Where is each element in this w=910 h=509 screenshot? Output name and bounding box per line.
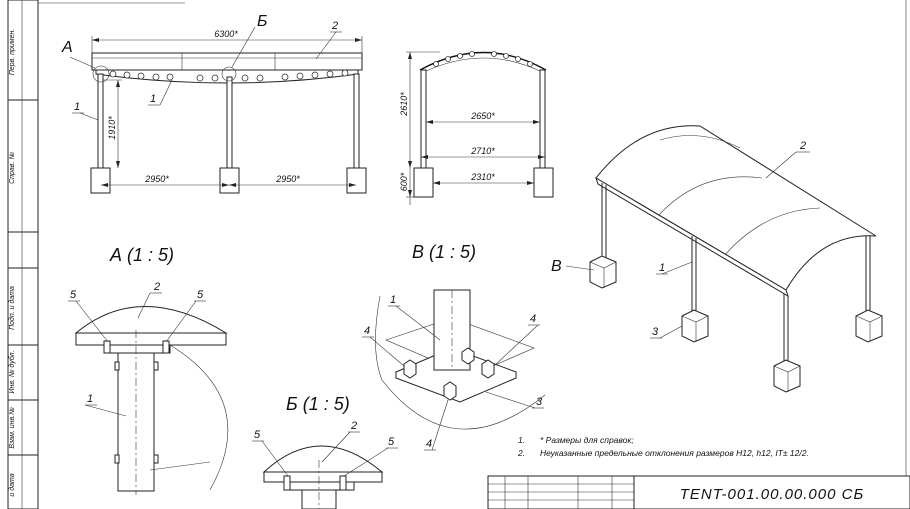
dim-post-height: 1910* <box>107 116 117 140</box>
note-1-text: * Размеры для справок; <box>540 435 634 445</box>
stamp-label-ref-no: Справ. № <box>9 152 16 184</box>
front-pos-1a: 1 <box>74 101 80 113</box>
detail-b-title: Б (1 : 5) <box>286 394 350 414</box>
detail-a-pos-2: 2 <box>153 281 160 293</box>
dim-side-w2: 2710* <box>470 146 495 156</box>
detail-b-pos-5a: 5 <box>254 429 261 441</box>
detail-v-pos-4a: 4 <box>364 325 370 337</box>
detail-v-pos-1: 1 <box>390 294 396 306</box>
detail-v-pos-3: 3 <box>536 396 543 408</box>
title-block: TENT-001.00.00.000 СБ <box>487 475 910 509</box>
side-stamp: Перв. примен. Справ. № Подп. и дата Инв.… <box>7 0 185 509</box>
callout-b: Б <box>257 13 267 30</box>
detail-b-pos-5b: 5 <box>388 436 395 448</box>
callout-a: А <box>61 39 73 56</box>
detail-v: В (1 : 5) 1 4 4 4 3 <box>362 242 546 451</box>
front-pos-1b: 1 <box>150 93 156 105</box>
stamp-label-dup-inv: Инв. № дубл. <box>8 350 16 393</box>
truss-holes <box>109 69 349 82</box>
detail-v-title: В (1 : 5) <box>412 242 476 262</box>
detail-a-pos-1: 1 <box>87 393 93 405</box>
front-view: 6300* 1910* 2950* 2950* А Б 2 1 1 <box>61 13 367 194</box>
detail-a-pos-5a: 5 <box>70 289 77 301</box>
dim-span-left: 2950* <box>144 174 169 184</box>
dim-span-right: 2950* <box>275 174 300 184</box>
stamp-label-date: и дата <box>8 473 16 496</box>
foundation-blocks <box>589 255 883 393</box>
stamp-label-replace-inv: Взам. инв.№ <box>9 407 16 449</box>
detail-a: А (1 : 5) 5 5 2 1 <box>68 245 229 495</box>
anchor-nuts <box>403 347 495 401</box>
iso-pos-3: 3 <box>652 326 659 338</box>
side-view: 2610* 600* 2650* 2710* 2310* <box>399 51 554 205</box>
note-2-number: 2. <box>517 448 525 458</box>
stamp-label-sign-date: Подп. и дата <box>8 286 16 330</box>
detail-b-pos-2: 2 <box>350 420 357 432</box>
iso-pos-1: 1 <box>659 262 665 274</box>
technical-notes: 1. * Размеры для справок; 2. Неуказанные… <box>517 435 809 458</box>
note-2-text: Неуказанные предельные отклонения размер… <box>540 448 809 458</box>
detail-a-title: А (1 : 5) <box>109 245 174 265</box>
iso-pos-2: 2 <box>799 140 806 152</box>
dim-side-height: 2610* <box>399 92 409 117</box>
drawing-code: TENT-001.00.00.000 СБ <box>680 486 864 503</box>
detail-v-pos-4b: 4 <box>530 313 536 325</box>
dim-overall-length: 6300* <box>214 29 238 39</box>
detail-v-pos-4c: 4 <box>426 438 432 450</box>
stamp-label-first-use: Перв. примен. <box>9 29 16 76</box>
arch-holes <box>433 51 533 67</box>
dim-side-w1: 2650* <box>470 111 495 121</box>
dim-side-w3: 2310* <box>470 172 495 182</box>
iso-callout-v: В <box>551 258 562 275</box>
iso-view: В 1 2 3 <box>551 125 883 393</box>
detail-b: Б (1 : 5) 5 5 2 <box>252 394 398 509</box>
note-1-number: 1. <box>518 435 525 445</box>
dim-side-base: 600* <box>399 172 409 191</box>
detail-a-pos-5b: 5 <box>197 289 204 301</box>
front-pos-2: 2 <box>331 20 338 32</box>
